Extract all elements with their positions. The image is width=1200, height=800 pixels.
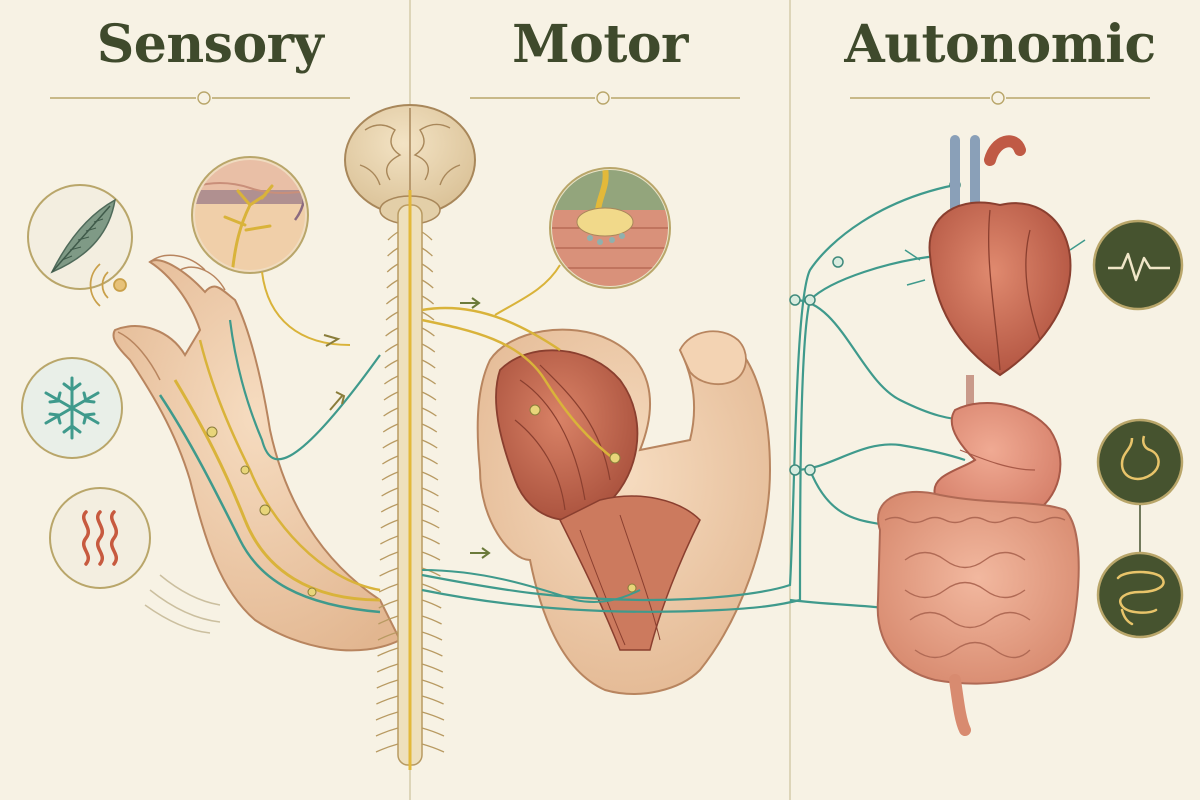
spinal-nerve-root — [376, 695, 444, 705]
spinal-nerve-root — [377, 631, 443, 641]
spinal-nerve-root — [380, 519, 440, 529]
heart — [904, 135, 1086, 377]
heading-ornament-motor — [470, 91, 740, 105]
snowflake-icon — [21, 357, 123, 459]
spinal-nerve-root — [386, 263, 434, 273]
spinal-nerve-root — [376, 663, 444, 673]
heading-sensory: Sensory — [96, 14, 324, 75]
spinal-nerve-root — [380, 503, 440, 513]
heading-autonomic: Autonomic — [844, 14, 1156, 75]
spinal-nerve-root — [375, 727, 445, 737]
spinal-nerve-root — [379, 567, 441, 577]
spinal-nerve-root — [382, 423, 438, 433]
hand-forearm — [112, 254, 402, 652]
spinal-nerve-root — [382, 455, 438, 465]
spinal-nerve-root — [386, 279, 434, 289]
spinal-nerve-root — [385, 327, 435, 337]
spinal-nerve-root — [384, 375, 436, 385]
spinal-nerve-root — [387, 231, 433, 241]
spinal-nerve-root — [375, 711, 445, 721]
skin-receptor-magnifier — [191, 156, 351, 347]
spinal-nerve-root — [387, 247, 433, 257]
spinal-cord — [375, 190, 445, 770]
intestine-icon — [1096, 551, 1184, 639]
heading-ornament-autonomic — [850, 91, 1150, 105]
motor-arrows — [460, 297, 491, 559]
touch-vibration-icon — [89, 263, 127, 307]
spinal-nerve-root — [378, 599, 442, 609]
spinal-nerve-root — [377, 647, 443, 657]
spinal-nerve-root — [380, 535, 440, 545]
heat-waves-icon — [49, 487, 151, 589]
spinal-nerve-root — [379, 551, 441, 561]
spinal-nerve-root — [381, 471, 439, 481]
neuromuscular-junction-icon — [494, 167, 671, 316]
spinal-nerve-root — [384, 359, 436, 369]
heading-ornament-sensory — [50, 91, 350, 105]
spinal-nerve-root — [381, 487, 439, 497]
spinal-nerve-root — [376, 679, 444, 689]
spinal-nerve-root — [385, 295, 435, 305]
spinal-nerve-root — [385, 311, 435, 321]
heartbeat-icon — [1092, 219, 1184, 311]
spinal-nerve-root — [383, 407, 437, 417]
motion-lines — [144, 574, 221, 634]
stomach-icon — [1096, 418, 1184, 506]
spinal-nerve-root — [378, 615, 442, 625]
spinal-nerve-root — [383, 391, 437, 401]
spinal-nerve-root — [375, 743, 445, 753]
feather-icon — [27, 184, 133, 290]
flexed-arm — [421, 306, 772, 695]
heading-motor: Motor — [512, 14, 688, 75]
spinal-nerve-root — [384, 343, 436, 353]
spinal-nerve-root — [382, 439, 438, 449]
spinal-nerve-root — [378, 583, 442, 593]
intestines — [876, 490, 1080, 736]
